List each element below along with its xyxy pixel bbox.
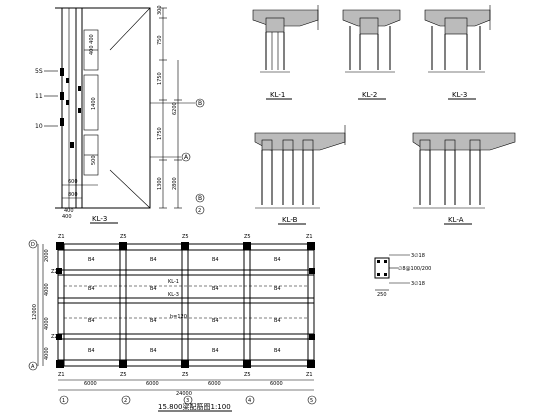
dim-6: 1300: [157, 177, 163, 190]
axis-2-small: 2: [198, 208, 201, 214]
axis-A: A: [184, 154, 189, 161]
dim-5: 1750: [157, 127, 163, 140]
dim-1: 300: [157, 5, 163, 15]
column-detail: 3∅18 ∅8@100/200 3∅18 250: [374, 253, 431, 298]
axis-B-top: B: [198, 100, 202, 107]
plan-dim-1: 6000: [84, 381, 97, 387]
dim-3: 1750: [157, 72, 163, 85]
bar-mark-3: 10: [35, 123, 43, 130]
slab-9: B4: [88, 318, 95, 324]
detail-bot: 3∅18: [411, 281, 425, 287]
axis-bottom-2: 2: [124, 398, 127, 404]
slab-16: B4: [274, 348, 281, 354]
detail-mid: ∅8@100/200: [398, 266, 431, 272]
col-top-4: Z5: [244, 234, 251, 240]
col-bot-5: Z1: [306, 372, 313, 378]
section-label-kl-3: KL-3: [452, 91, 467, 99]
plan-dim-left-total: 12000: [32, 304, 38, 320]
col-side-1: Z2: [51, 269, 58, 275]
slab-4: B4: [274, 257, 281, 263]
plan-dim-left-4: 4000: [44, 347, 50, 360]
col-top-5: Z1: [306, 234, 313, 240]
slab-15: B4: [212, 348, 219, 354]
section-kl-2: KL-2: [342, 9, 401, 100]
plan-dim-2: 6000: [146, 381, 159, 387]
beam-mark-1: KL-1: [168, 279, 179, 285]
col-bot-1: Z1: [58, 372, 65, 378]
dim-inner-1: 400 400: [89, 34, 95, 55]
section-kl-3: KL-3: [424, 5, 491, 100]
slab-13: B4: [88, 348, 95, 354]
dim-inner-2: 1400: [91, 97, 97, 110]
dim-inner-3: 500: [91, 155, 97, 165]
col-top-2: Z5: [120, 234, 127, 240]
plan-note: h=120: [170, 314, 187, 320]
col-bot-3: Z5: [182, 372, 189, 378]
beam-elevation: 300 750 1750 6200 1750 1300 2800 400 400…: [35, 5, 205, 224]
slab-12: B4: [274, 318, 281, 324]
plan-dim-total: 24000: [176, 391, 192, 397]
slab-1: B4: [88, 257, 95, 263]
slab-10: B4: [150, 318, 157, 324]
section-kl-a: KL-A: [412, 132, 516, 225]
plan-dim-left-1: 2000: [44, 249, 50, 262]
plan-dim-4: 6000: [270, 381, 283, 387]
axis-left-top: D: [31, 242, 35, 248]
section-label-kl-a: KL-A: [448, 216, 464, 224]
dim-bottom: 400: [64, 208, 74, 214]
axis-bottom-5: 5: [310, 398, 313, 404]
axis-bottom-3: 3: [186, 398, 189, 404]
plan-title: 15.800梁配筋图1:100: [158, 402, 231, 411]
axis-B-bot: B: [198, 195, 202, 202]
col-top-3: Z5: [182, 234, 189, 240]
dim-bottom-b: 800: [68, 192, 78, 198]
section-label-kl-1: KL-1: [270, 91, 285, 99]
slab-14: B4: [150, 348, 157, 354]
axis-bottom-1: 1: [62, 398, 65, 404]
col-bot-2: Z5: [120, 372, 127, 378]
section-kl-b: KL-B: [254, 125, 346, 225]
detail-top: 3∅18: [411, 253, 425, 259]
bar-mark-1: 5S: [35, 68, 43, 75]
axis-bottom-4: 4: [248, 398, 251, 404]
dim-2: 750: [157, 35, 163, 45]
dim-4: 6200: [172, 102, 178, 115]
dim-8: 2800: [172, 177, 178, 190]
plan-dim-left-2: 4000: [44, 283, 50, 296]
dim-bottom-a: 600: [68, 179, 78, 185]
col-bot-4: Z5: [244, 372, 251, 378]
slab-6: B4: [150, 286, 157, 292]
section-label-kl-2: KL-2: [362, 91, 377, 99]
slab-7: B4: [212, 286, 219, 292]
floor-plan: Z1 Z5 Z5 Z5 Z1 D A 2000 4000 4000 4000 1…: [28, 234, 317, 412]
axis-left-bottom: A: [31, 364, 35, 370]
slab-11: B4: [212, 318, 219, 324]
slab-5: B4: [88, 286, 95, 292]
plan-dim-3: 6000: [208, 381, 221, 387]
col-top-1: Z1: [58, 234, 65, 240]
col-side-2: Z2: [51, 334, 58, 340]
section-kl-1: KL-1: [252, 5, 319, 100]
detail-dim: 250: [377, 292, 387, 298]
plan-dim-left-3: 4000: [44, 317, 50, 330]
slab-3: B4: [212, 257, 219, 263]
section-label-kl-b: KL-B: [282, 216, 298, 224]
slab-2: B4: [150, 257, 157, 263]
dim-bottom-2: 400: [62, 214, 72, 220]
beam-elevation-label: KL-3: [92, 215, 107, 223]
bar-mark-2: 11: [35, 93, 43, 100]
slab-8: B4: [274, 286, 281, 292]
beam-mark-2: KL-3: [168, 292, 179, 298]
